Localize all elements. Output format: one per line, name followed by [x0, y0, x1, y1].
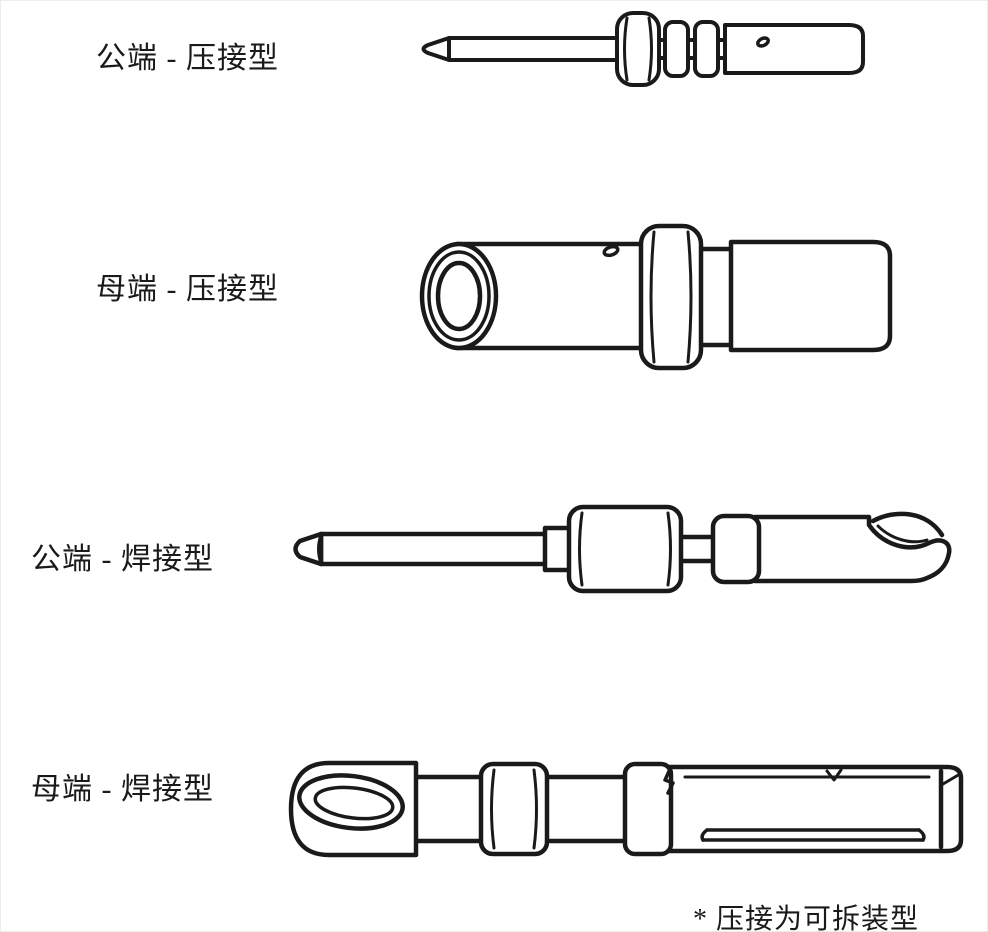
female-crimp-socket-drawing — [419, 223, 893, 371]
label-male-solder: 公端 - 焊接型 — [31, 543, 214, 576]
footnote: * 压接为可拆装型 — [693, 904, 920, 932]
female-solder-socket-drawing — [288, 760, 964, 858]
male-crimp-pin-drawing — [421, 11, 865, 87]
male-solder-pin-drawing — [293, 504, 952, 594]
label-female-crimp: 母端 - 压接型 — [96, 273, 279, 306]
label-female-solder: 母端 - 焊接型 — [31, 773, 214, 806]
label-male-crimp: 公端 - 压接型 — [96, 42, 279, 75]
